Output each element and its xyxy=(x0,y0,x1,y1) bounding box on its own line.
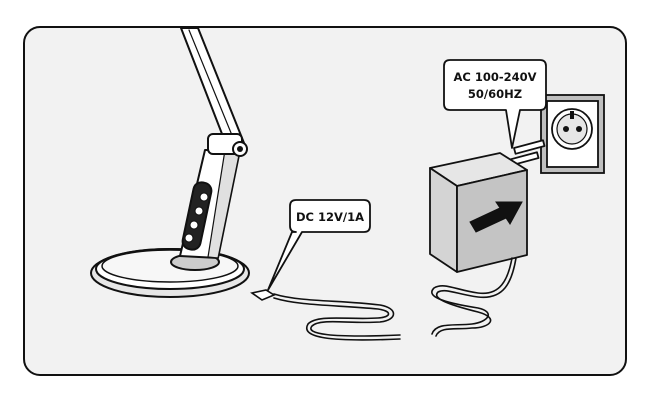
ac-callout: AC 100-240V 50/60HZ xyxy=(443,59,547,149)
lamp-button-2 xyxy=(194,206,204,216)
dc-callout: DC 12V/1A xyxy=(267,199,371,291)
desk-lamp-icon xyxy=(90,27,250,298)
lamp-button-3 xyxy=(189,220,199,230)
ac-spec-line2: 50/60HZ xyxy=(468,87,522,101)
ac-spec-line1: AC 100-240V xyxy=(453,70,536,84)
adapter-cable xyxy=(431,257,517,337)
wall-socket-icon xyxy=(540,94,605,174)
lamp-button-4 xyxy=(184,233,194,243)
dc-spec-label: DC 12V/1A xyxy=(296,210,364,224)
power-adapter-icon xyxy=(429,139,546,273)
lamp-button-1 xyxy=(199,192,209,202)
dc-cable xyxy=(250,289,401,341)
plug-arrow-icon xyxy=(469,201,523,233)
